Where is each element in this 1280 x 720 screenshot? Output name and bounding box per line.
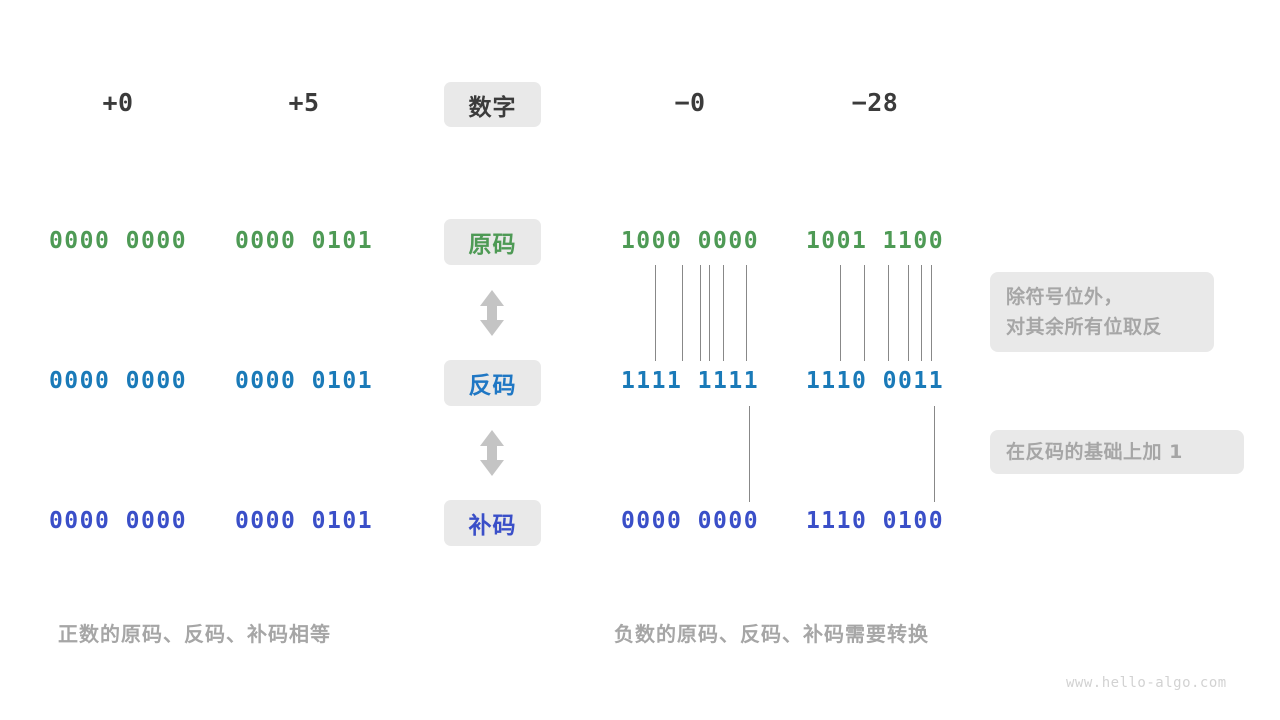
column-header-neg-28: −28 bbox=[851, 88, 899, 117]
connector-line bbox=[655, 265, 656, 361]
caption-right: 负数的原码、反码、补码需要转换 bbox=[614, 622, 929, 646]
connector-line bbox=[746, 265, 747, 361]
connector-line bbox=[934, 406, 935, 502]
cell-twos-complement-neg-28: 1110 0100 bbox=[805, 508, 945, 534]
connector-line bbox=[682, 265, 683, 361]
cell-twos-complement-pos-five: 0000 0101 bbox=[234, 508, 374, 534]
cell-ones-complement-neg-28: 1110 0011 bbox=[805, 368, 945, 394]
note-line: 对其余所有位取反 bbox=[1006, 316, 1163, 338]
cell-sign-magnitude-pos-five: 0000 0101 bbox=[234, 228, 374, 254]
cell-sign-magnitude-neg-28: 1001 1100 bbox=[805, 228, 945, 254]
note-invert-bits: 除符号位外， 对其余所有位取反 bbox=[990, 272, 1214, 352]
connector-line bbox=[840, 265, 841, 361]
connector-line bbox=[723, 265, 724, 361]
column-header-neg-zero: −0 bbox=[674, 88, 706, 117]
connector-line bbox=[709, 265, 710, 361]
connector-line bbox=[700, 265, 701, 361]
cell-sign-magnitude-neg-zero: 1000 0000 bbox=[620, 228, 760, 254]
watermark: www.hello-algo.com bbox=[1066, 675, 1227, 691]
cell-ones-complement-pos-five: 0000 0101 bbox=[234, 368, 374, 394]
connector-line bbox=[908, 265, 909, 361]
up-down-arrow-icon bbox=[477, 288, 507, 342]
note-line: 在反码的基础上加 1 bbox=[1006, 441, 1183, 463]
connector-line bbox=[864, 265, 865, 361]
connector-line bbox=[749, 406, 750, 502]
note-line: 除符号位外， bbox=[1006, 286, 1124, 308]
column-header-row-label: 数字 bbox=[444, 82, 541, 127]
caption-left: 正数的原码、反码、补码相等 bbox=[58, 622, 331, 646]
column-header-pos-five: +5 bbox=[288, 88, 320, 117]
cell-twos-complement-neg-zero: 0000 0000 bbox=[620, 508, 760, 534]
note-add-one: 在反码的基础上加 1 bbox=[990, 430, 1244, 474]
column-header-pos-zero: +0 bbox=[102, 88, 134, 117]
connector-line bbox=[931, 265, 932, 361]
connector-line bbox=[921, 265, 922, 361]
cell-twos-complement-pos-zero: 0000 0000 bbox=[48, 508, 188, 534]
row-label-ones-complement: 反码 bbox=[444, 360, 541, 406]
row-label-twos-complement: 补码 bbox=[444, 500, 541, 546]
connector-line bbox=[888, 265, 889, 361]
cell-ones-complement-neg-zero: 1111 1111 bbox=[620, 368, 760, 394]
row-label-sign-magnitude: 原码 bbox=[444, 219, 541, 265]
up-down-arrow-icon bbox=[477, 428, 507, 482]
cell-ones-complement-pos-zero: 0000 0000 bbox=[48, 368, 188, 394]
cell-sign-magnitude-pos-zero: 0000 0000 bbox=[48, 228, 188, 254]
